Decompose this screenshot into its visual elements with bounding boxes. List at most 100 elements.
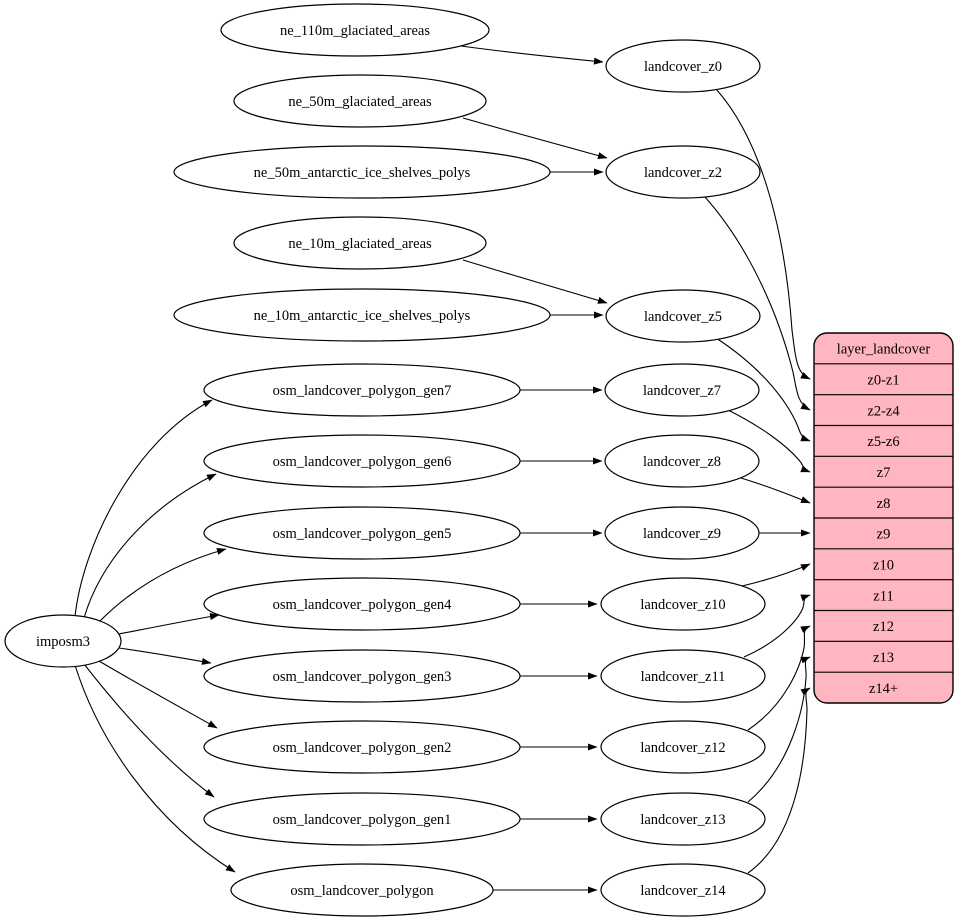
node-osm-landcover-polygon-shape	[230, 863, 494, 917]
table-layer-landcover: layer_landcover z0-z1 z2-z4 z5-z6 z7 z8 …	[813, 332, 954, 704]
table-row-z12: z12	[873, 619, 894, 635]
edge-landcover-z5-to-row-z5-z6	[715, 337, 811, 442]
node-landcover-z11-label: landcover_z11	[641, 669, 726, 685]
edge-group-sources	[460, 45, 608, 894]
node-landcover-z8-label: landcover_z8	[643, 454, 721, 470]
node-ne-50m-glaciated-areas: ne_50m_glaciated_areas	[233, 74, 487, 128]
table-row-z5-z6: z5-z6	[867, 434, 899, 450]
node-osm-landcover-polygon-gen2-label: osm_landcover_polygon_gen2	[273, 740, 452, 756]
node-osm-landcover-polygon-gen4-label: osm_landcover_polygon_gen4	[273, 597, 453, 613]
node-osm-landcover-polygon-gen5-shape	[203, 506, 521, 560]
table-row-z9: z9	[877, 527, 891, 543]
table-row-z11: z11	[873, 588, 893, 604]
node-osm-landcover-polygon-gen6-shape	[203, 434, 521, 488]
table-row-z8: z8	[877, 496, 891, 512]
edge-imposm3-to-osm-landcover-polygon-gen5	[99, 548, 227, 622]
edge-landcover-z11-to-row-z11	[743, 594, 811, 658]
node-landcover-z7: landcover_z7	[604, 363, 760, 417]
node-osm-landcover-polygon-gen4-shape	[203, 577, 521, 631]
node-osm-landcover-polygon-gen3: osm_landcover_polygon_gen3	[203, 649, 521, 703]
node-osm-landcover-polygon-gen1-label: osm_landcover_polygon_gen1	[273, 812, 452, 828]
node-landcover-z7-label: landcover_z7	[643, 383, 721, 399]
node-landcover-z8-shape	[604, 434, 760, 488]
node-landcover-z9-label: landcover_z9	[643, 526, 721, 542]
edge-landcover-z7-to-row-z7	[727, 409, 811, 473]
node-landcover-z5: landcover_z5	[605, 289, 761, 343]
node-ne-50m-glaciated-areas-shape	[233, 74, 487, 128]
table-row-z10: z10	[873, 558, 894, 574]
edge-imposm3-to-osm-landcover-polygon-gen3	[118, 647, 212, 665]
node-landcover-z12: landcover_z12	[600, 720, 766, 774]
node-imposm3-label: imposm3	[36, 634, 90, 650]
edge-landcover-z8-to-row-z8	[740, 477, 811, 504]
edge-ne-50m-glaciated-areas-to-landcover-z2	[462, 117, 608, 159]
node-osm-landcover-polygon-gen5: osm_landcover_polygon_gen5	[203, 506, 521, 560]
node-landcover-z13-shape	[600, 792, 766, 846]
node-osm-landcover-polygon-gen5-label: osm_landcover_polygon_gen5	[273, 526, 452, 542]
node-landcover-z12-label: landcover_z12	[640, 740, 725, 756]
node-landcover-z7-shape	[604, 363, 760, 417]
node-landcover-z8: landcover_z8	[604, 434, 760, 488]
edge-ne-110m-glaciated-areas-to-landcover-z0	[460, 45, 604, 65]
table-row-z7: z7	[877, 465, 891, 481]
node-ne-10m-antarctic-ice-shelves-polys-label: ne_10m_antarctic_ice_shelves_polys	[254, 308, 471, 324]
node-landcover-z5-label: landcover_z5	[644, 309, 722, 325]
node-osm-landcover-polygon-gen1: osm_landcover_polygon_gen1	[203, 792, 521, 846]
node-osm-landcover-polygon-gen1-shape	[203, 792, 521, 846]
node-ne-10m-glaciated-areas-label: ne_10m_glaciated_areas	[288, 236, 432, 252]
node-osm-landcover-polygon-gen6-label: osm_landcover_polygon_gen6	[273, 454, 452, 470]
node-ne-10m-glaciated-areas-shape	[233, 216, 487, 270]
node-ne-10m-glaciated-areas: ne_10m_glaciated_areas	[233, 216, 487, 270]
edge-imposm3-to-osm-landcover-polygon-gen1	[83, 663, 215, 798]
node-ne-110m-glaciated-areas-label: ne_110m_glaciated_areas	[280, 23, 430, 39]
edge-imposm3-to-osm-landcover-polygon-gen4	[118, 613, 220, 635]
node-osm-landcover-polygon-gen2: osm_landcover_polygon_gen2	[203, 720, 521, 774]
node-imposm3-shape	[4, 614, 122, 668]
node-landcover-z9-shape	[604, 506, 760, 560]
node-landcover-z11: landcover_z11	[600, 649, 766, 703]
node-osm-landcover-polygon-gen7: osm_landcover_polygon_gen7	[203, 363, 521, 417]
edge-imposm3-to-osm-landcover-polygon-gen7	[74, 399, 213, 618]
edge-imposm3-to-osm-landcover-polygon-gen6	[83, 473, 217, 619]
node-landcover-z11-shape	[600, 649, 766, 703]
edge-landcover-z14-to-row-z14plus	[747, 687, 811, 874]
node-ne-50m-antarctic-ice-shelves-polys-shape	[173, 145, 551, 199]
edge-landcover-z0-to-row-z0-z1	[715, 88, 811, 380]
node-landcover-z0: landcover_z0	[605, 39, 761, 93]
node-landcover-z14-shape	[600, 863, 766, 917]
edge-group-layer-rows	[704, 88, 811, 874]
node-ne-50m-antarctic-ice-shelves-polys-label: ne_50m_antarctic_ice_shelves_polys	[254, 165, 471, 181]
node-landcover-z10-label: landcover_z10	[640, 597, 725, 613]
node-osm-landcover-polygon-gen7-shape	[203, 363, 521, 417]
node-ne-50m-glaciated-areas-label: ne_50m_glaciated_areas	[288, 94, 432, 110]
edge-landcover-z2-to-row-z2-z4	[704, 196, 811, 411]
edge-imposm3-to-osm-landcover-polygon-gen2	[98, 660, 218, 729]
node-landcover-z2-shape	[605, 145, 761, 199]
node-landcover-z12-shape	[600, 720, 766, 774]
node-landcover-z0-label: landcover_z0	[644, 59, 722, 75]
node-landcover-z0-shape	[605, 39, 761, 93]
node-landcover-z13: landcover_z13	[600, 792, 766, 846]
edge-group-imposm3	[74, 399, 236, 873]
node-landcover-z10-shape	[600, 577, 766, 631]
table-row-z14plus: z14+	[869, 681, 898, 697]
node-osm-landcover-polygon: osm_landcover_polygon	[230, 863, 494, 917]
edge-imposm3-to-osm-landcover-polygon	[74, 664, 236, 873]
node-ne-10m-antarctic-ice-shelves-polys-shape	[173, 288, 551, 342]
node-osm-landcover-polygon-gen6: osm_landcover_polygon_gen6	[203, 434, 521, 488]
node-osm-landcover-polygon-gen4: osm_landcover_polygon_gen4	[203, 577, 521, 631]
node-landcover-z9: landcover_z9	[604, 506, 760, 560]
node-landcover-z2: landcover_z2	[605, 145, 761, 199]
node-osm-landcover-polygon-gen7-label: osm_landcover_polygon_gen7	[273, 383, 452, 399]
node-osm-landcover-polygon-gen2-shape	[203, 720, 521, 774]
node-osm-landcover-polygon-gen3-label: osm_landcover_polygon_gen3	[273, 669, 452, 685]
node-landcover-z10: landcover_z10	[600, 577, 766, 631]
node-ne-110m-glaciated-areas: ne_110m_glaciated_areas	[220, 3, 490, 57]
table-row-z0-z1: z0-z1	[867, 373, 899, 389]
node-osm-landcover-polygon-gen3-shape	[203, 649, 521, 703]
node-landcover-z5-shape	[605, 289, 761, 343]
node-osm-landcover-polygon-label: osm_landcover_polygon	[290, 883, 434, 899]
node-ne-10m-antarctic-ice-shelves-polys: ne_10m_antarctic_ice_shelves_polys	[173, 288, 551, 342]
